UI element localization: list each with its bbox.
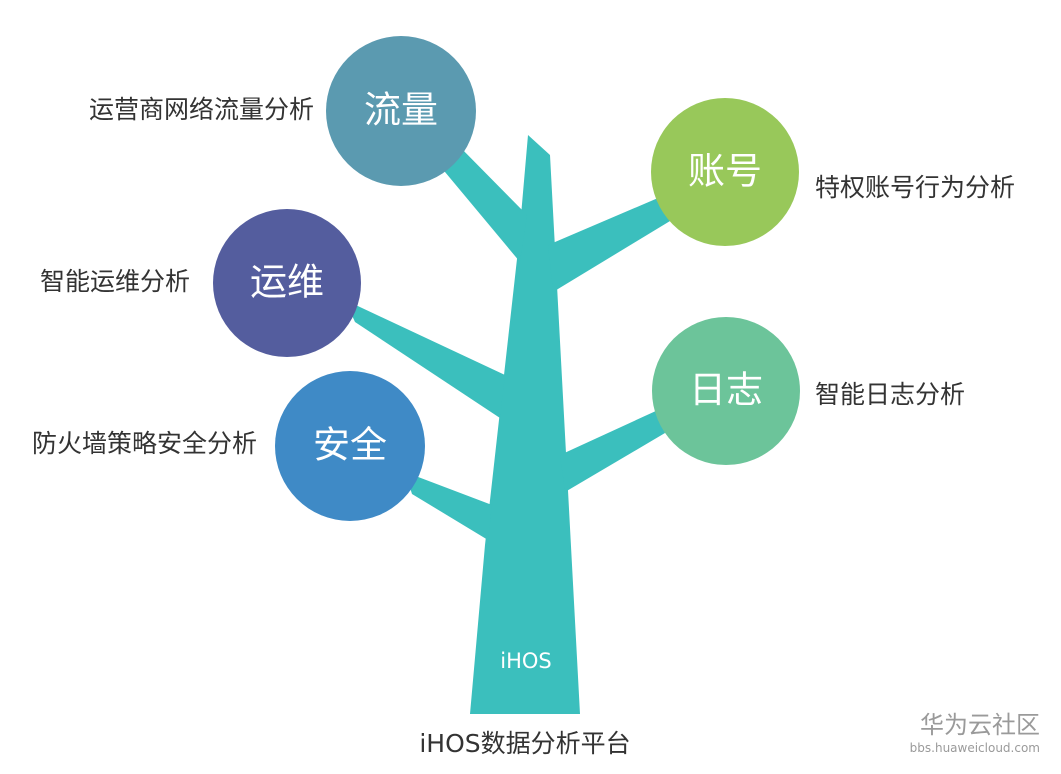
watermark: 华为云社区 bbs.huaweicloud.com: [910, 711, 1040, 755]
branch-rizhi: [560, 410, 665, 492]
branch-anquan: [405, 472, 492, 540]
circle-rizhi: [652, 317, 800, 465]
circle-liuliang: [326, 36, 476, 186]
circle-yunwei-title: 运维: [250, 261, 324, 304]
branch-liuliang: [435, 142, 527, 262]
circle-anquan: [275, 371, 425, 521]
desc-liuliang: 运营商网络流量分析: [89, 95, 314, 124]
node-yunwei: 运维: [213, 209, 361, 357]
node-rizhi: 日志: [652, 317, 800, 465]
circle-yunwei: [213, 209, 361, 357]
branch-yunwei: [345, 300, 505, 418]
circle-anquan-title: 安全: [313, 424, 387, 467]
circle-liuliang-title: 流量: [364, 89, 438, 132]
trunk-label: iHOS: [500, 649, 552, 673]
tree: [345, 135, 675, 714]
watermark-name: 华为云社区: [920, 711, 1040, 739]
circle-rizhi-title: 日志: [689, 369, 763, 412]
desc-rizhi: 智能日志分析: [815, 380, 965, 409]
node-zhanghao: 账号: [651, 98, 799, 246]
watermark-url: bbs.huaweicloud.com: [910, 741, 1040, 755]
circle-zhanghao: [651, 98, 799, 246]
circle-zhanghao-title: 账号: [688, 150, 762, 193]
diagram-caption: iHOS数据分析平台: [419, 729, 630, 758]
node-anquan: 安全: [275, 371, 425, 521]
desc-zhanghao: 特权账号行为分析: [815, 173, 1015, 202]
desc-anquan: 防火墙策略安全分析: [32, 429, 257, 458]
desc-yunwei: 智能运维分析: [40, 267, 190, 296]
node-liuliang: 流量: [326, 36, 476, 186]
branch-zhanghao: [548, 195, 675, 292]
